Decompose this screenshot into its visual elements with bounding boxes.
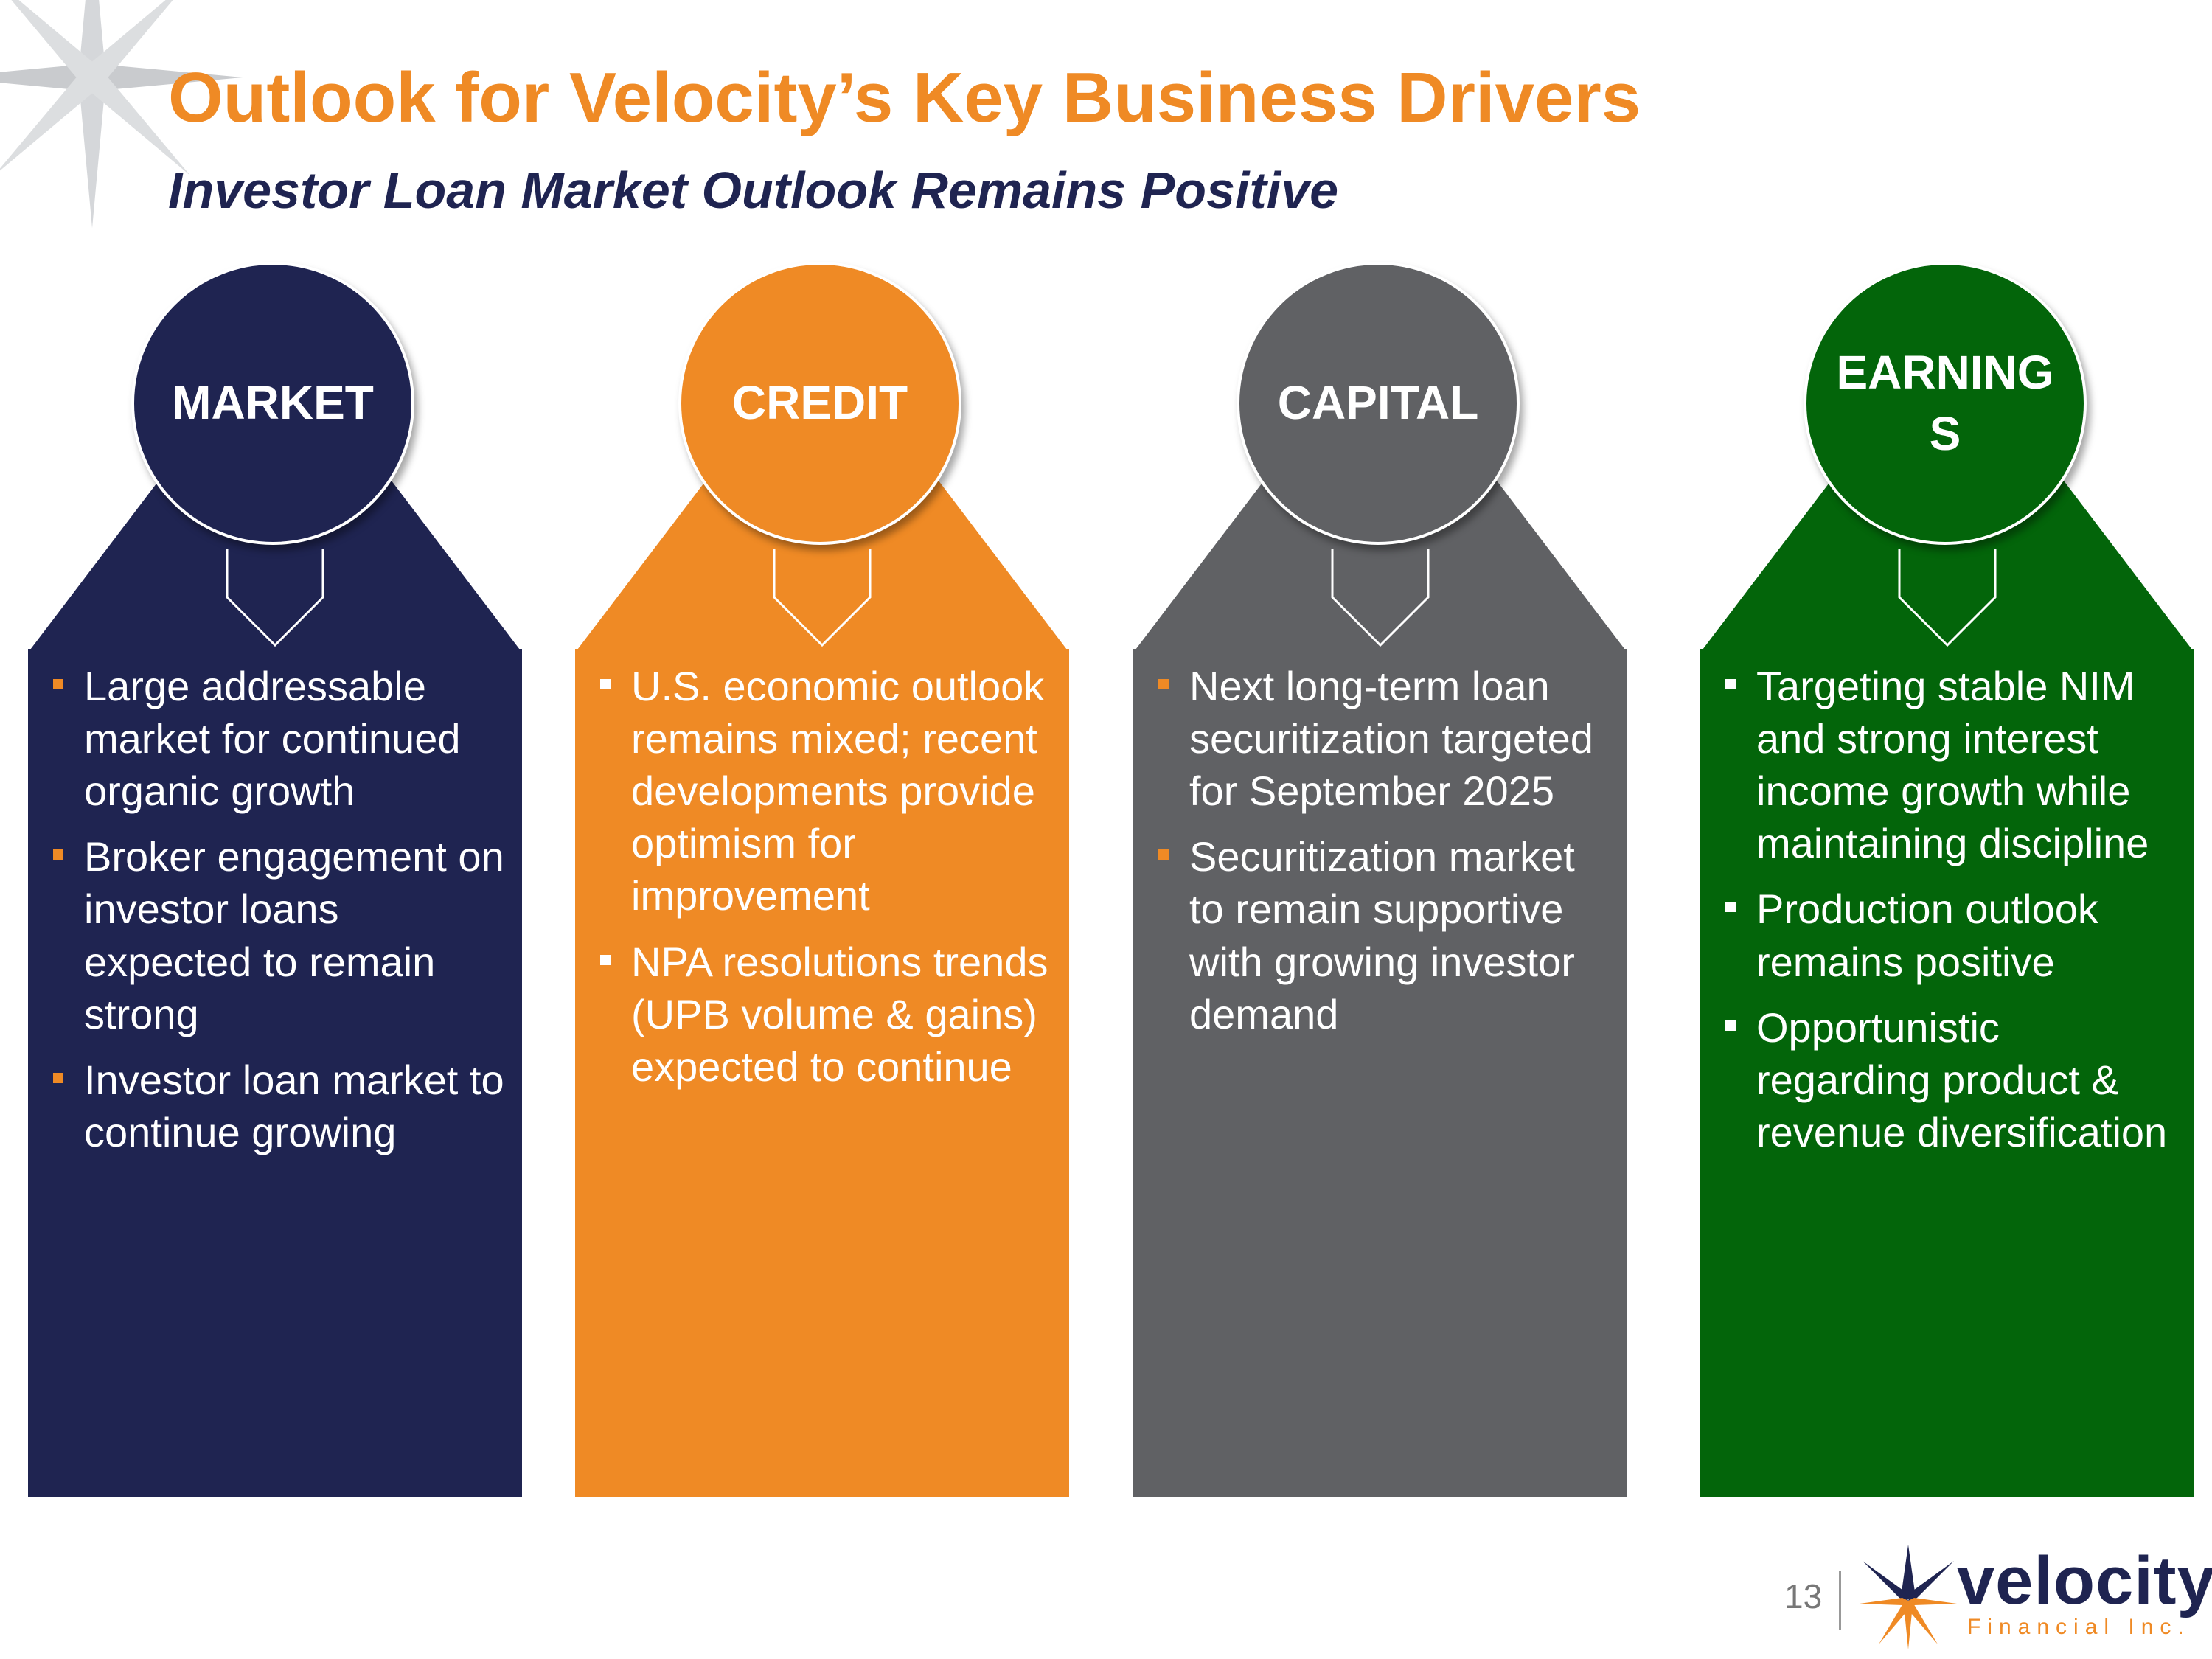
bullet-item: Targeting stable NIM and strong interest… (1714, 660, 2183, 869)
pillar-roof-shape (575, 468, 1069, 653)
bullet-item: Production outlook remains positive (1714, 883, 2183, 987)
velocity-star-logo-icon (1860, 1545, 1957, 1649)
pillar-badge: EARNINGS (1804, 262, 2087, 545)
page-title: Outlook for Velocity’s Key Business Driv… (168, 58, 1641, 137)
bullet-item: Large addressable market for continued o… (41, 660, 510, 817)
pillar-body (28, 649, 522, 1497)
bullet-item: Broker engagement on investor loans expe… (41, 830, 510, 1040)
pillar-badge: CAPITAL (1237, 262, 1520, 545)
pillar-body (575, 649, 1069, 1497)
pillar-bullet-list: Large addressable market for continued o… (41, 660, 510, 1172)
pillar-bullet-list: Next long-term loan securitization targe… (1147, 660, 1615, 1054)
pillar-roof-shape (28, 468, 522, 653)
pillar-badge: MARKET (131, 262, 414, 545)
pillar-label: MARKET (172, 376, 374, 430)
logo-tagline: Financial Inc. (1967, 1615, 2191, 1639)
pillar-body (1700, 649, 2194, 1497)
pillar-badge: CREDIT (678, 262, 961, 545)
compass-star-decoration-icon (0, 0, 243, 229)
page-subtitle: Investor Loan Market Outlook Remains Pos… (168, 161, 1339, 219)
pillar-body (1133, 649, 1627, 1497)
bullet-item: Securitization market to remain supporti… (1147, 830, 1615, 1040)
pillar-bullet-list: U.S. economic outlook remains mixed; rec… (588, 660, 1057, 1106)
pillar-label: CAPITAL (1277, 376, 1479, 430)
pillar-bullet-list: Targeting stable NIM and strong interest… (1714, 660, 2183, 1172)
logo-wordmark: velocity (1957, 1543, 2212, 1618)
bullet-item: Next long-term loan securitization targe… (1147, 660, 1615, 817)
bullet-item: Investor loan market to continue growing (41, 1054, 510, 1158)
page-number: 13 (1784, 1577, 1823, 1615)
footer-divider (1839, 1571, 1841, 1630)
bullet-item: NPA resolutions trends (UPB volume & gai… (588, 936, 1057, 1093)
bullet-item: Opportunistic regarding product & revenu… (1714, 1001, 2183, 1158)
pillar-roof-shape (1133, 468, 1627, 653)
bullet-item: U.S. economic outlook remains mixed; rec… (588, 660, 1057, 922)
pillar-label: EARNINGS (1836, 345, 2054, 460)
pillar-label: CREDIT (731, 376, 908, 430)
pillar-roof-shape (1700, 468, 2194, 653)
